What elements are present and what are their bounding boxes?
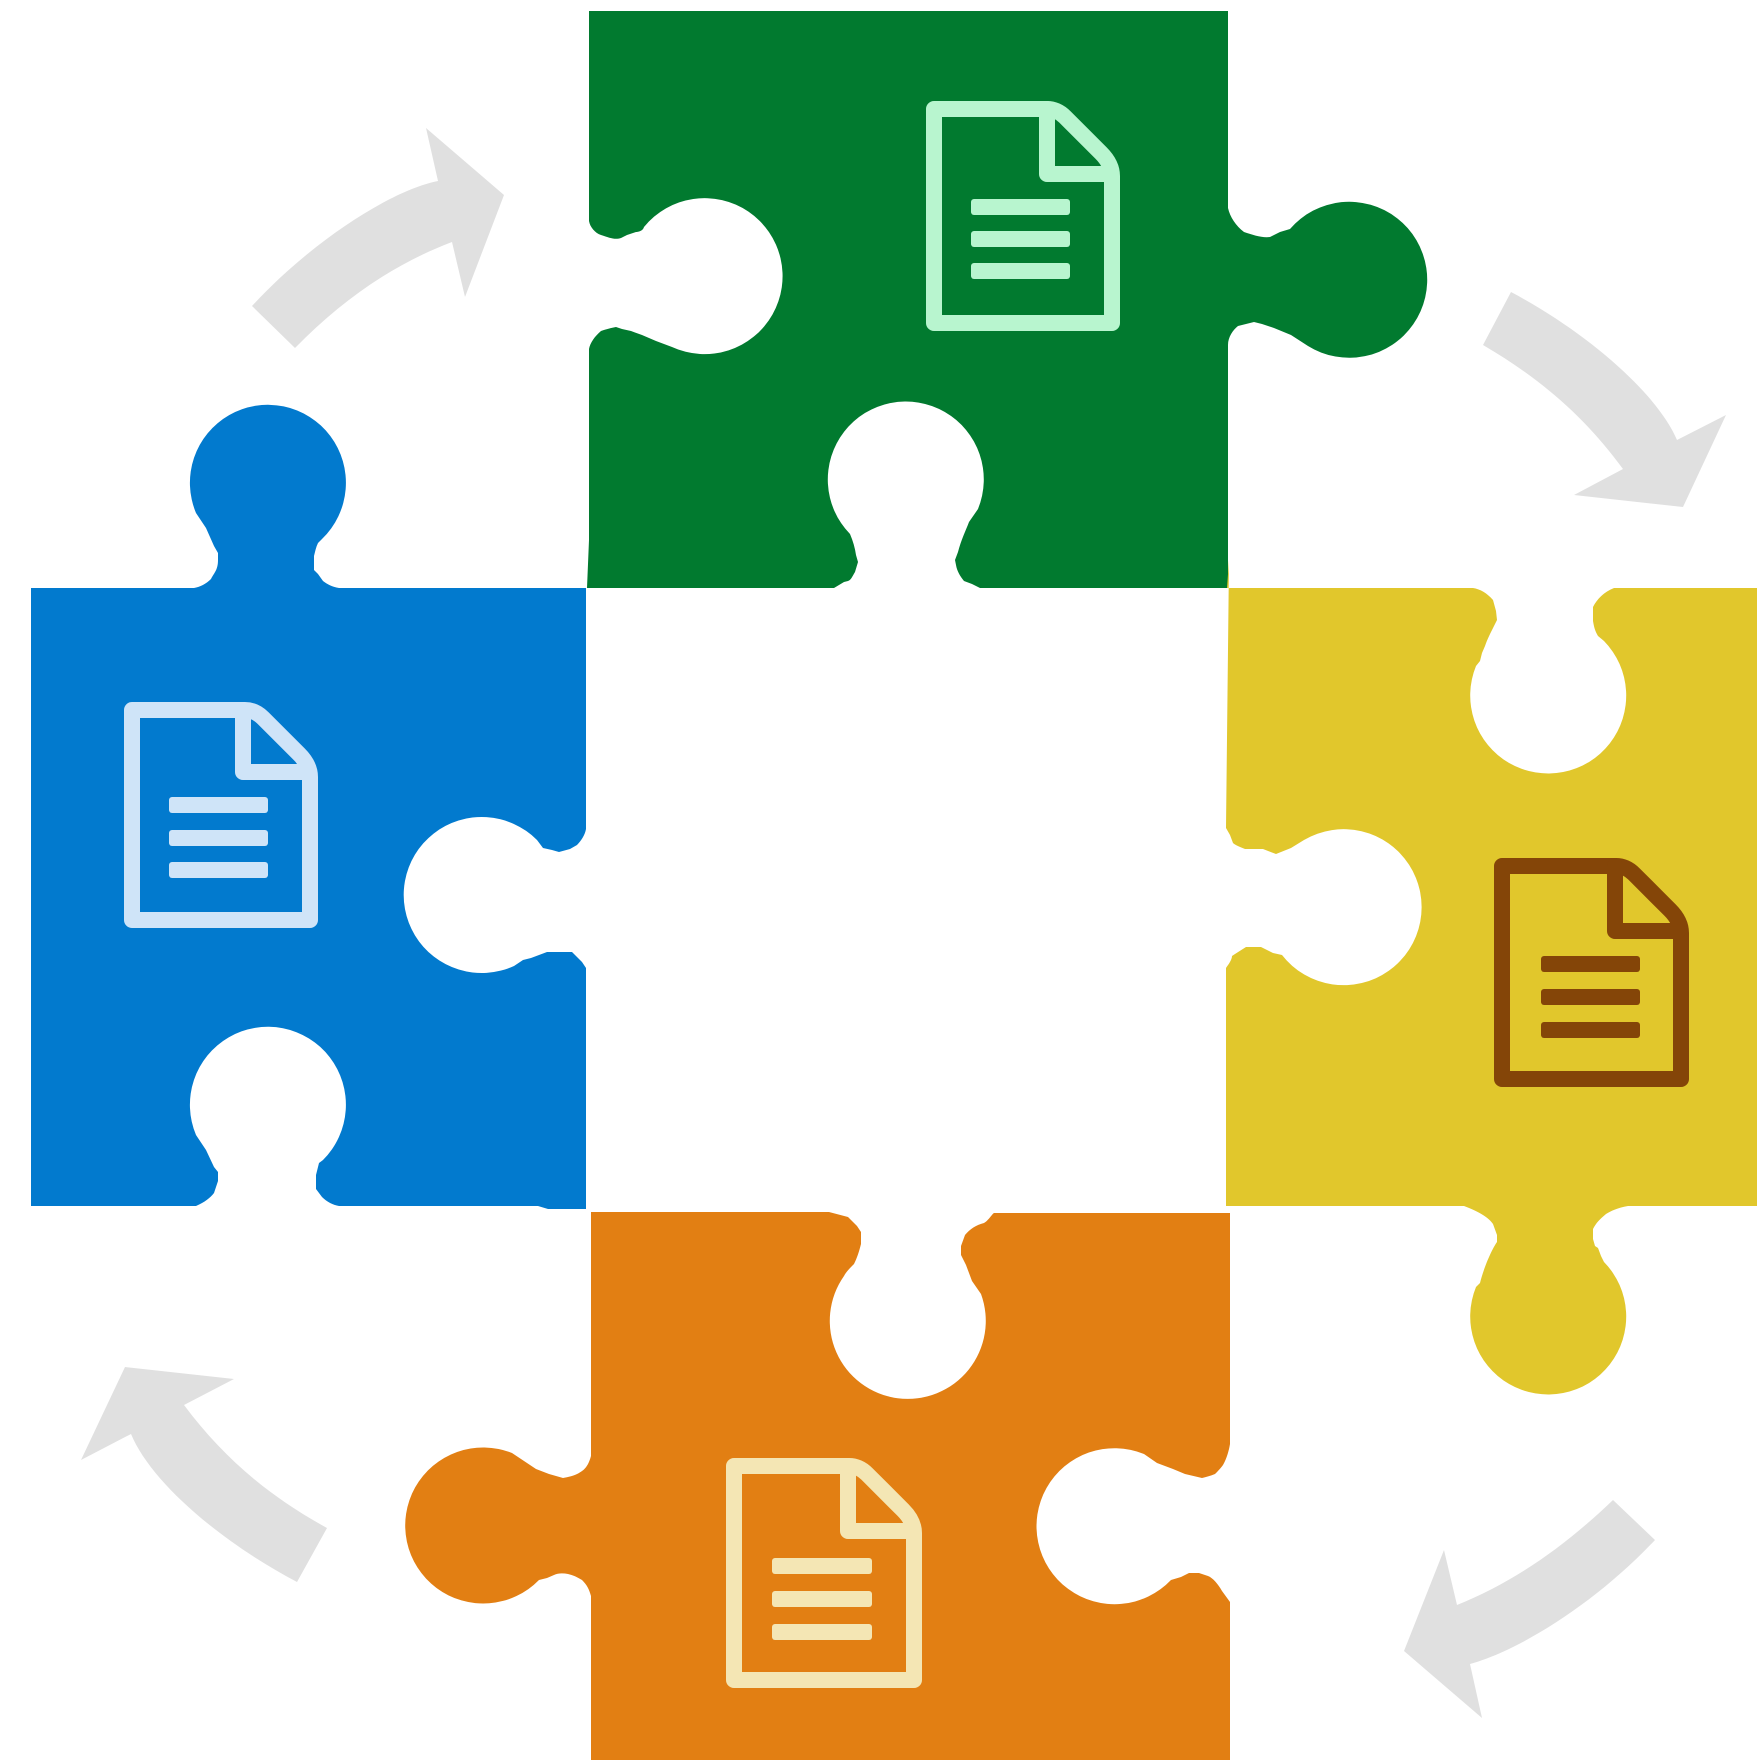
document-lines [169, 797, 268, 878]
arrow-bottom-right [1404, 1500, 1655, 1718]
puzzle-piece-left [31, 404, 586, 1209]
document-lines [1541, 956, 1640, 1038]
document-fold [840, 1458, 919, 1539]
arrow-top-left [252, 128, 504, 348]
puzzle-piece-right [1226, 560, 1757, 1395]
document-fold [1039, 101, 1119, 182]
document-fold [1607, 858, 1686, 939]
puzzle-piece-bottom [405, 1212, 1230, 1760]
document-icon [726, 1458, 922, 1688]
document-fold [235, 702, 314, 780]
arrow-bottom-left [81, 1367, 327, 1582]
arrow-top-right [1483, 292, 1726, 507]
document-lines [772, 1558, 872, 1640]
puzzle-piece-top [587, 11, 1428, 588]
piece-right-shape [1226, 560, 1757, 1395]
document-icon [124, 702, 318, 928]
document-lines [971, 199, 1070, 279]
cycle-arrows [81, 128, 1726, 1718]
document-icon [1494, 858, 1689, 1087]
piece-top-shape [587, 11, 1428, 588]
document-icon [926, 101, 1120, 331]
piece-bottom-shape [405, 1212, 1230, 1760]
